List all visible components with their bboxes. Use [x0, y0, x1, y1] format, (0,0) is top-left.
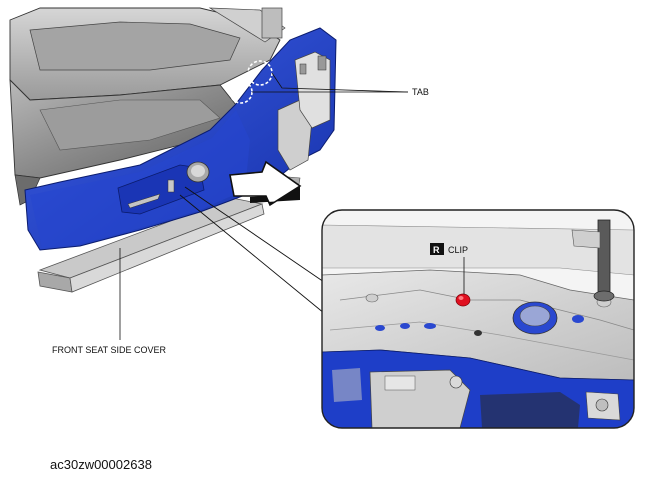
figure-code: ac30zw00002638 [50, 457, 152, 472]
clip-badge: R [433, 245, 440, 255]
clip-label: CLIP [448, 245, 468, 255]
tab-label: TAB [412, 87, 429, 97]
seat-cushion [9, 7, 286, 206]
clip-badge-box [430, 243, 444, 255]
side-cover-label: FRONT SEAT SIDE COVER [52, 345, 167, 355]
callout-lines [179, 186, 331, 319]
removal-arrow [229, 160, 302, 207]
clip-detail-inset [321, 209, 635, 429]
tab-leader-lines [252, 72, 409, 93]
